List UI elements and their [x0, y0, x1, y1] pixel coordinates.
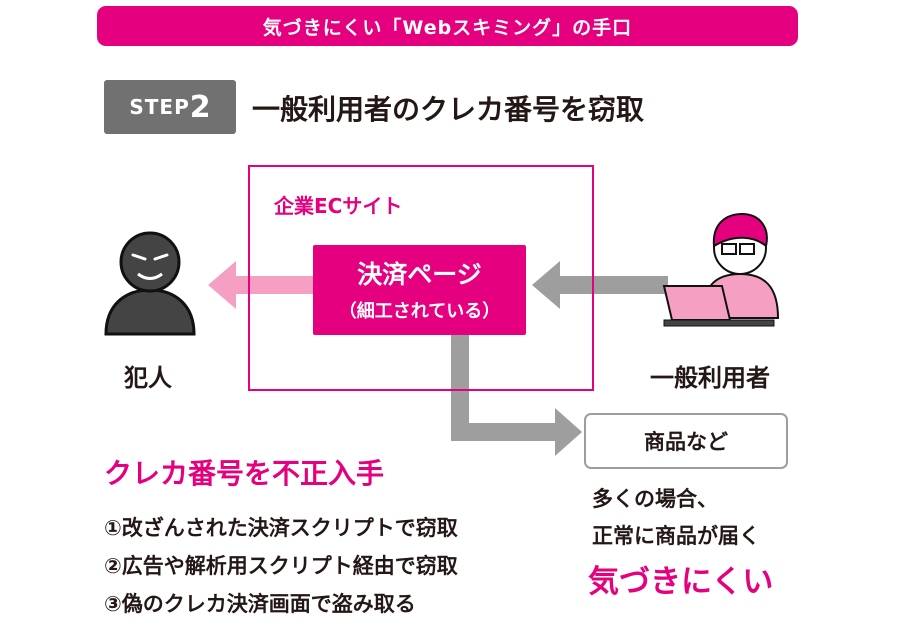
delivery-note: 多くの場合、 正常に商品が届く	[592, 481, 760, 555]
step-title: 一般利用者のクレカ番号を窃取	[252, 93, 645, 126]
list-item: ②広告や解析用スクリプト経由で窃取	[104, 554, 458, 578]
note-line-2: 正常に商品が届く	[592, 524, 760, 548]
product-box: 商品など	[584, 413, 788, 469]
criminal-label: 犯人	[124, 364, 172, 392]
theft-heading: クレカ番号を不正入手	[104, 457, 385, 490]
list-item: ①改ざんされた決済スクリプトで窃取	[104, 516, 458, 540]
payment-page-box: 決済ページ （細工されている）	[313, 245, 526, 335]
step-label: STEP	[129, 95, 190, 119]
user-label: 一般利用者	[650, 364, 770, 392]
criminal-icon	[104, 231, 196, 336]
ec-site-label: 企業ECサイト	[274, 194, 403, 218]
payment-page-title: 決済ページ	[357, 260, 482, 289]
user-icon	[662, 212, 780, 327]
theft-method-list: ①改ざんされた決済スクリプトで窃取 ②広告や解析用スクリプト経由で窃取 ③偽のク…	[104, 509, 458, 623]
note-accent: 気づきにくい	[588, 564, 774, 600]
list-item: ③偽のクレカ決済画面で盗み取る	[104, 592, 416, 616]
payment-page-subtitle: （細工されている）	[338, 301, 501, 322]
header-banner: 気づきにくい「Webスキミング」の手口	[97, 6, 798, 46]
delivery-arrow	[451, 335, 582, 456]
ec-site-frame	[248, 165, 594, 391]
banner-title: 気づきにくい「Webスキミング」の手口	[262, 16, 633, 39]
step-number: 2	[189, 89, 211, 125]
leak-arrow	[208, 261, 316, 309]
product-label: 商品など	[644, 430, 728, 454]
note-line-1: 多くの場合、	[592, 487, 718, 511]
input-arrow	[532, 261, 668, 309]
